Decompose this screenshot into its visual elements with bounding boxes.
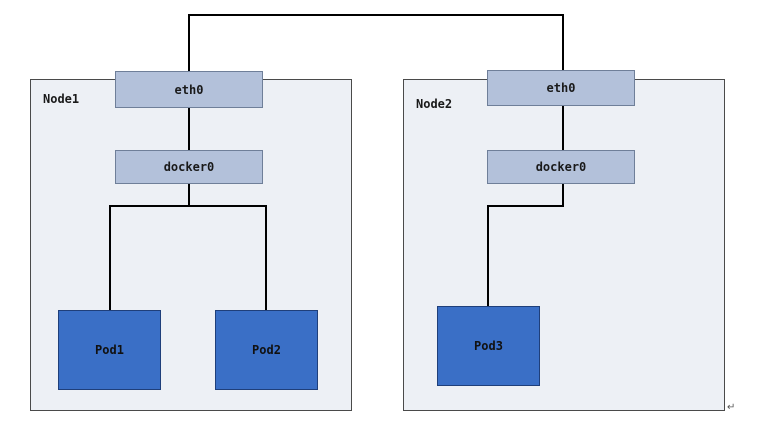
node2-eth0: eth0 bbox=[487, 70, 635, 106]
pod1: Pod1 bbox=[58, 310, 161, 390]
link-node1-bus-pods bbox=[109, 205, 267, 310]
node1-eth0: eth0 bbox=[115, 71, 263, 108]
node2-docker0: docker0 bbox=[487, 150, 635, 184]
pod3: Pod3 bbox=[437, 306, 540, 386]
link-eth0-node1-to-eth0-node2 bbox=[188, 14, 564, 71]
node2-label: Node2 bbox=[416, 97, 453, 111]
paragraph-mark-icon: ↵ bbox=[727, 402, 736, 413]
pod2: Pod2 bbox=[215, 310, 318, 390]
node1-docker0: docker0 bbox=[115, 150, 263, 184]
link-node2-docker0-pod3 bbox=[487, 184, 564, 306]
node1-label: Node1 bbox=[43, 92, 80, 106]
